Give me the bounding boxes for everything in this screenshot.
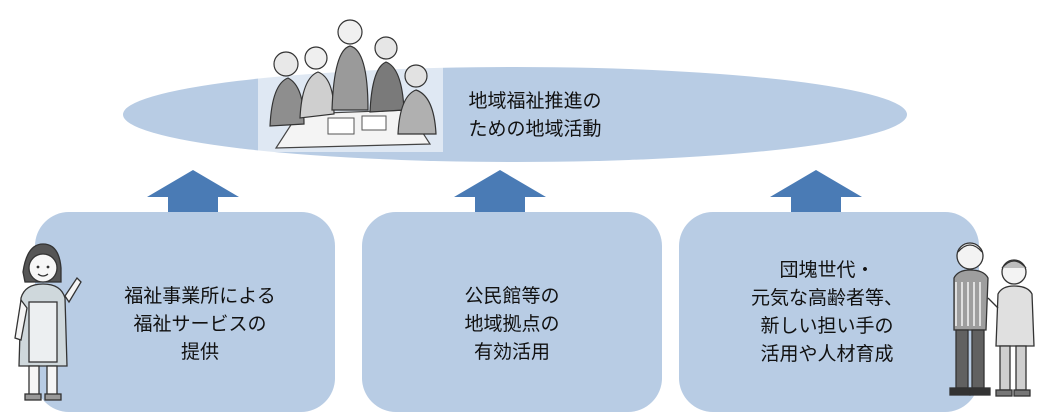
care-worker-icon [14, 243, 82, 401]
source-text-new-leaders: 団塊世代・ 元気な高齢者等、 新しい担い手の 活用や人材育成 [722, 256, 932, 368]
arrow-up-right [770, 170, 862, 212]
elderly-couple-icon [949, 242, 1035, 397]
arrow-up-center [454, 170, 546, 212]
source-2-line-2: 地域拠点の [464, 313, 560, 335]
source-3-line-2: 元気な高齢者等、 [750, 287, 903, 309]
arrow-up-left [147, 170, 239, 212]
source-3-line-3: 新しい担い手の [760, 315, 894, 337]
source-2-line-3: 有効活用 [473, 341, 550, 363]
source-1-line-1: 福祉事業所による [124, 285, 276, 307]
source-1-line-2: 福祉サービスの [133, 313, 267, 335]
source-1-line-3: 提供 [180, 341, 219, 363]
meeting-group-icon [258, 6, 443, 152]
source-box-welfare-services [35, 212, 335, 412]
source-3-line-1: 団塊世代・ [779, 259, 875, 281]
central-goal-line-1: 地域福祉推進の [468, 90, 602, 112]
central-goal-ellipse [123, 67, 907, 162]
central-goal-text: 地域福祉推進の ための地域活動 [440, 87, 630, 143]
source-text-welfare-services: 福祉事業所による 福祉サービスの 提供 [100, 282, 300, 366]
source-3-line-4: 活用や人材育成 [760, 343, 894, 365]
central-goal-line-2: ための地域活動 [468, 118, 602, 140]
source-2-line-1: 公民館等の [464, 285, 560, 307]
source-box-new-leaders [679, 212, 979, 412]
source-text-community-hubs: 公民館等の 地域拠点の 有効活用 [412, 282, 612, 366]
source-box-community-hubs [362, 212, 662, 412]
